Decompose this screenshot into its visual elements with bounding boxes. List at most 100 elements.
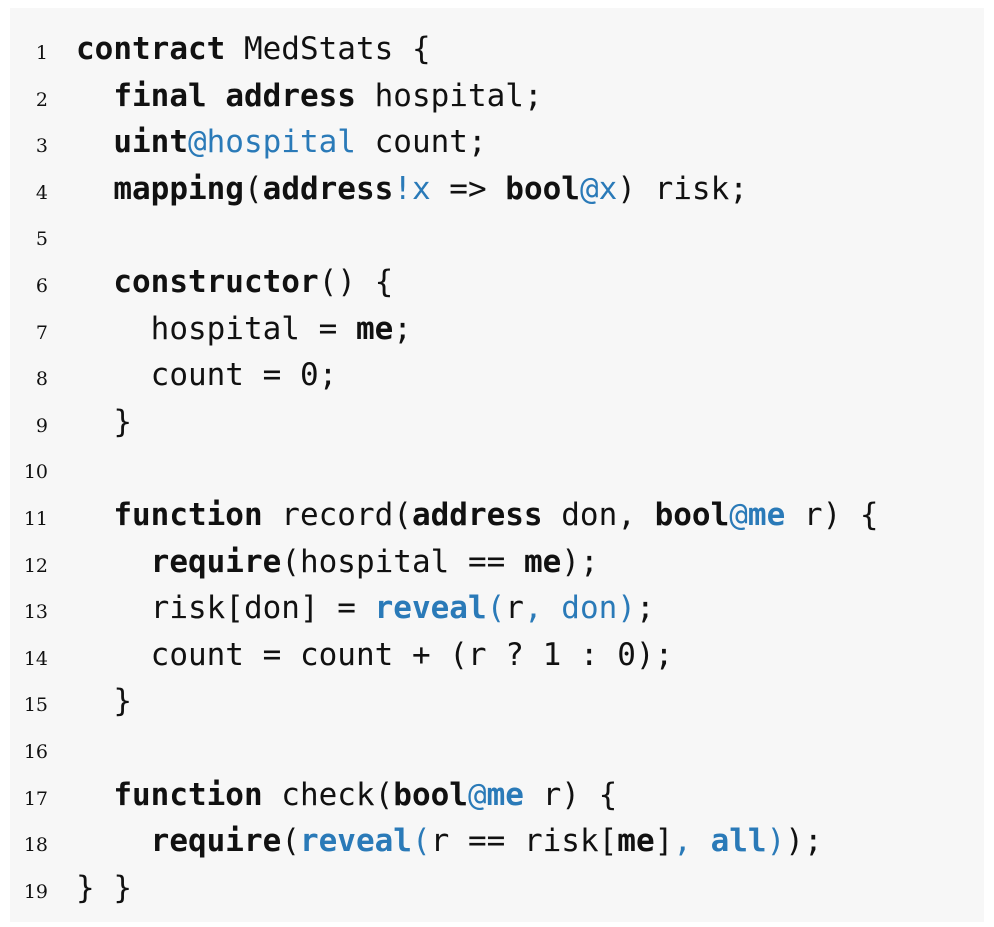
keyword-token: address (225, 77, 356, 114)
line-number: 4 (35, 181, 48, 204)
code-token: record( (262, 497, 412, 533)
code-token (76, 78, 113, 114)
line-number: 1 (35, 42, 48, 64)
code-token (76, 777, 113, 813)
code-token: ); (785, 823, 823, 860)
line-code: } (76, 399, 132, 445)
code-line: 6 constructor() { (10, 259, 984, 305)
code-token: ; (393, 310, 412, 347)
annotation-token: ( (486, 590, 506, 627)
annotation-token: ) (766, 823, 786, 860)
keyword-token: uint (113, 124, 188, 161)
code-token: count = count + (r ? 1 : 0); (76, 636, 674, 673)
code-line: 2 final address hospital; (10, 73, 984, 119)
code-token: ( (243, 170, 263, 207)
code-token (76, 124, 113, 160)
line-code: function record(address don, bool@me r) … (76, 492, 879, 538)
code-line: 19 } } (10, 865, 984, 911)
code-token: MedStats { (225, 31, 431, 67)
annotation-token: @x (579, 170, 618, 207)
keyword-token: address (411, 497, 543, 533)
code-token (207, 78, 226, 114)
line-number: 10 (23, 461, 48, 484)
line-number: 13 (23, 601, 48, 624)
code-line: 17 function check(bool@me r) { (10, 772, 984, 818)
line-code: } } (76, 865, 132, 911)
line-code: risk[don] = reveal(r, don); (76, 585, 655, 631)
code-line: 8 count = 0; (10, 352, 984, 398)
line-number: 14 (23, 647, 48, 670)
keyword-token: contract (76, 31, 226, 67)
keyword-token: function (113, 497, 263, 533)
code-line: 7 hospital = me; (10, 306, 984, 352)
keyword-token: bool (505, 170, 580, 207)
line-number: 2 (35, 88, 48, 111)
annotation-token: !x (393, 170, 431, 207)
keyword-token: function (113, 776, 263, 813)
annotation-token: reveal (299, 823, 412, 860)
code-token (76, 497, 113, 533)
keyword-token: require (150, 543, 282, 580)
code-line: 4 mapping(address!x => bool@x) risk; (10, 166, 984, 212)
annotation-token: @ (467, 776, 487, 813)
keyword-token: mapping (113, 170, 244, 207)
code-line: 15 } (10, 678, 984, 724)
code-line: 3 uint@hospital count; (10, 119, 984, 165)
line-code: hospital = me; (76, 306, 412, 352)
keyword-token: constructor (113, 264, 319, 300)
code-token (76, 544, 151, 580)
annotation-token: @ (729, 497, 748, 533)
code-line: 1 contract MedStats { (10, 26, 984, 72)
annotation-token: @hospital (187, 124, 356, 161)
code-line: 14 count = count + (r ? 1 : 0); (10, 632, 984, 678)
code-line: 10 (10, 445, 984, 491)
line-number: 19 (23, 880, 48, 903)
code-token: r (505, 590, 524, 627)
code-token: hospital = (76, 310, 356, 347)
line-number: 12 (23, 554, 48, 577)
line-code: count = count + (r ? 1 : 0); (76, 632, 674, 678)
annotation-token: , (673, 823, 711, 860)
code-token: ( (281, 823, 300, 860)
line-code: final address hospital; (76, 73, 543, 119)
code-token: () { (318, 264, 394, 300)
keyword-token: final (113, 77, 207, 114)
code-listing: 1 contract MedStats { 2 final address hosp… (10, 8, 984, 922)
code-line: 13 risk[don] = reveal(r, don); (10, 585, 984, 631)
code-token: check( (262, 776, 394, 813)
line-code: uint@hospital count; (76, 119, 486, 165)
line-code: } (76, 678, 132, 724)
line-code: function check(bool@me r) { (76, 772, 617, 818)
code-token: => (430, 170, 506, 207)
code-token: ) risk; (617, 170, 748, 207)
code-token (76, 823, 151, 859)
code-line: 11 function record(address don, bool@me … (10, 492, 984, 538)
line-code: constructor() { (76, 259, 393, 305)
line-number: 5 (35, 228, 48, 251)
code-token (76, 171, 113, 207)
code-token: risk[don] = (76, 590, 375, 627)
line-number: 7 (35, 321, 48, 344)
code-line: 9 } (10, 399, 984, 445)
annotation-token: all (710, 823, 767, 860)
code-token: ] (654, 823, 674, 860)
line-code: mapping(address!x => bool@x) risk; (76, 166, 748, 212)
code-token: r) { (785, 497, 879, 533)
code-token: don, (542, 497, 655, 533)
code-token: ); (561, 543, 599, 580)
keyword-token: me (617, 823, 655, 860)
code-token: (hospital == (281, 543, 524, 580)
code-token: } } (76, 869, 132, 906)
annotation-token: reveal (374, 590, 487, 627)
code-token: } (76, 683, 132, 720)
keyword-token: bool (393, 776, 468, 813)
line-code: require(reveal(r == risk[me], all)); (76, 818, 823, 864)
code-token: hospital; (355, 77, 543, 114)
line-number: 11 (23, 508, 48, 530)
keyword-token: bool (654, 497, 730, 533)
annotation-token: ( (411, 823, 431, 860)
line-number: 15 (23, 694, 48, 717)
code-token (76, 264, 113, 300)
line-number: 17 (23, 787, 48, 810)
line-number: 18 (23, 834, 48, 857)
